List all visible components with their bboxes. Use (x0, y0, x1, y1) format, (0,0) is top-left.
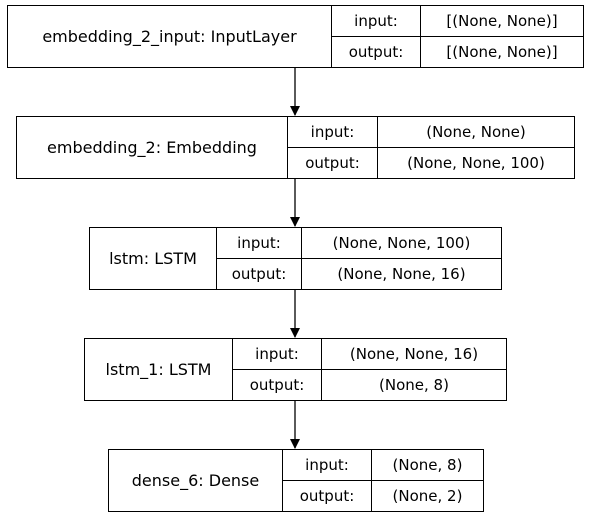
layer-ports: input: (None, None) output: (None, None,… (288, 117, 574, 178)
input-shape: (None, None, 100) (332, 234, 471, 252)
layer-name: lstm_1: LSTM (85, 339, 233, 400)
output-label: output: (283, 481, 372, 511)
layer-ports: input: (None, None, 100) output: (None, … (217, 228, 501, 289)
layer-name: embedding_2_input: InputLayer (8, 6, 332, 67)
input-label: input: (288, 117, 378, 147)
layer-name: dense_6: Dense (109, 450, 283, 511)
output-label: output: (332, 37, 421, 67)
input-label: input: (332, 6, 421, 36)
layer-ports: input: (None, None, 16) output: (None, 8… (233, 339, 506, 400)
input-label: input: (283, 450, 372, 480)
input-shape: [(None, None)] (446, 12, 558, 30)
layer-node-lstm: lstm: LSTM input: (None, None, 100) outp… (89, 227, 502, 290)
layer-ports: input: (None, 8) output: (None, 2) (283, 450, 483, 511)
output-shape: (None, None, 100) (407, 154, 545, 172)
input-row: input: [(None, None)] (332, 6, 583, 36)
output-shape: (None, 8) (379, 376, 449, 394)
input-row: input: (None, None, 100) (217, 228, 501, 258)
input-row: input: (None, 8) (283, 450, 483, 480)
layer-name: lstm: LSTM (90, 228, 217, 289)
input-label: input: (217, 228, 302, 258)
output-label: output: (233, 370, 322, 400)
output-label: output: (217, 259, 302, 289)
input-row: input: (None, None, 16) (233, 339, 506, 369)
layer-node-dense-6: dense_6: Dense input: (None, 8) output: … (108, 449, 484, 512)
output-shape: (None, 2) (392, 487, 463, 505)
output-row: output: (None, 8) (233, 369, 506, 400)
input-row: input: (None, None) (288, 117, 574, 147)
input-label: input: (233, 339, 322, 369)
layer-node-lstm-1: lstm_1: LSTM input: (None, None, 16) out… (84, 338, 507, 401)
output-row: output: (None, None, 16) (217, 258, 501, 289)
output-row: output: (None, None, 100) (288, 147, 574, 178)
output-shape: (None, None, 16) (337, 265, 466, 283)
input-shape: (None, None, 16) (349, 345, 479, 363)
output-row: output: (None, 2) (283, 480, 483, 511)
layer-node-embedding-2-input: embedding_2_input: InputLayer input: [(N… (7, 5, 584, 68)
output-row: output: [(None, None)] (332, 36, 583, 67)
output-label: output: (288, 148, 378, 178)
output-shape: [(None, None)] (446, 43, 558, 61)
layer-ports: input: [(None, None)] output: [(None, No… (332, 6, 583, 67)
layer-name: embedding_2: Embedding (17, 117, 288, 178)
input-shape: (None, None) (426, 123, 526, 141)
layer-node-embedding-2: embedding_2: Embedding input: (None, Non… (16, 116, 575, 179)
input-shape: (None, 8) (392, 456, 463, 474)
